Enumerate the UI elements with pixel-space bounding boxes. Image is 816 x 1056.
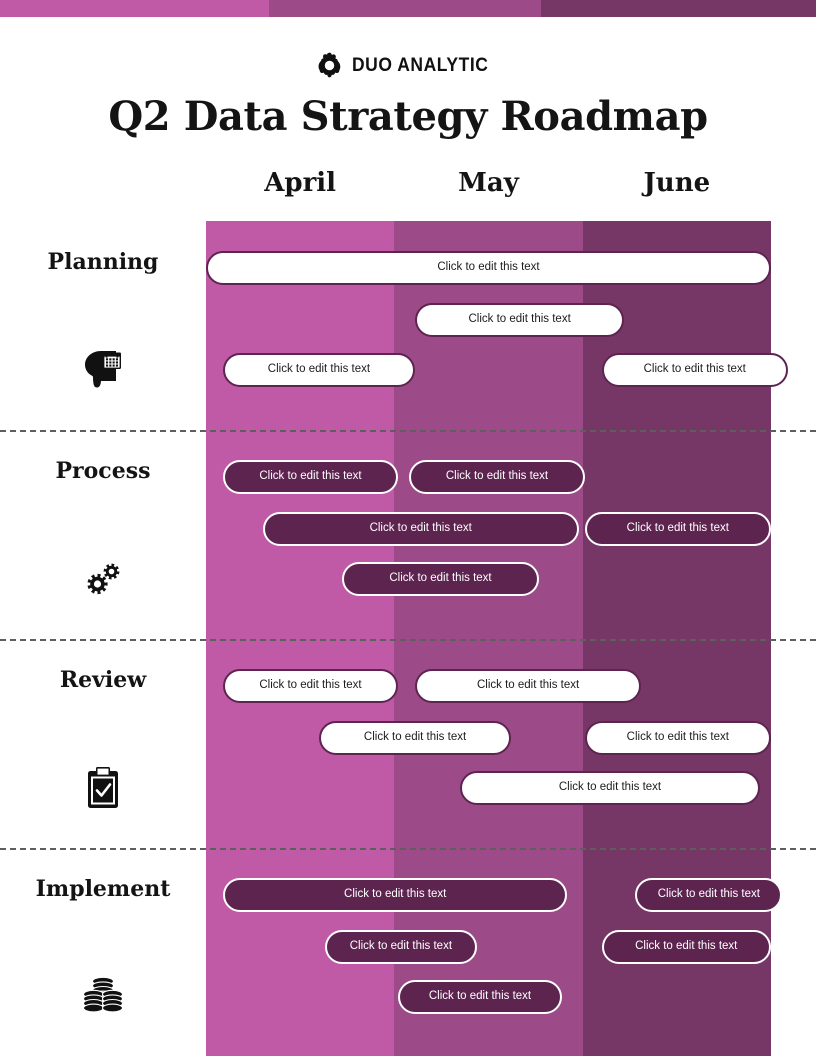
task-bar[interactable]: Click to edit this text bbox=[460, 771, 760, 805]
task-bar[interactable]: Click to edit this text bbox=[584, 721, 771, 755]
brand-name: DUO ANALYTIC bbox=[351, 54, 489, 76]
task-bar[interactable]: Click to edit this text bbox=[601, 930, 771, 964]
task-bar[interactable]: Click to edit this text bbox=[324, 930, 478, 964]
task-bar[interactable]: Click to edit this text bbox=[415, 303, 625, 337]
brand-logo: DUO ANALYTIC bbox=[0, 52, 816, 79]
row-separator bbox=[0, 848, 816, 850]
task-bar[interactable]: Click to edit this text bbox=[584, 512, 771, 546]
banner-segment-1 bbox=[0, 0, 269, 17]
task-bar[interactable]: Click to edit this text bbox=[222, 669, 399, 703]
top-color-banner bbox=[0, 0, 816, 17]
page-title: Q2 Data Strategy Roadmap bbox=[108, 93, 708, 140]
task-bar[interactable]: Click to edit this text bbox=[341, 562, 540, 596]
banner-segment-2 bbox=[269, 0, 541, 17]
task-bar[interactable]: Click to edit this text bbox=[222, 460, 399, 494]
task-bar[interactable]: Click to edit this text bbox=[319, 721, 512, 755]
row-label-planning: Planning bbox=[47, 249, 159, 275]
gears-icon bbox=[0, 555, 206, 603]
clipboard-check-icon bbox=[0, 764, 206, 812]
task-bar[interactable]: Click to edit this text bbox=[398, 980, 562, 1014]
row-label-implement: Implement bbox=[35, 876, 171, 902]
task-bar[interactable]: Click to edit this text bbox=[262, 512, 579, 546]
task-bar[interactable]: Click to edit this text bbox=[601, 353, 788, 387]
task-bar[interactable]: Click to edit this text bbox=[206, 251, 771, 285]
coins-icon bbox=[0, 973, 206, 1021]
task-bar[interactable]: Click to edit this text bbox=[222, 878, 568, 912]
task-bar[interactable]: Click to edit this text bbox=[409, 460, 585, 494]
gear-icon bbox=[316, 52, 343, 79]
task-bar[interactable]: Click to edit this text bbox=[415, 669, 642, 703]
head-calendar-icon bbox=[0, 346, 206, 394]
task-bar[interactable]: Click to edit this text bbox=[222, 353, 415, 387]
row-separator bbox=[0, 639, 816, 641]
task-bar[interactable]: Click to edit this text bbox=[635, 878, 783, 912]
banner-segment-3 bbox=[541, 0, 816, 17]
row-label-process: Process bbox=[55, 458, 151, 484]
month-header-june: June bbox=[643, 168, 711, 198]
month-header-may: May bbox=[458, 168, 519, 198]
month-header-april: April bbox=[264, 168, 337, 198]
month-header-row: April May June bbox=[206, 168, 771, 208]
row-separator bbox=[0, 430, 816, 432]
row-label-review: Review bbox=[59, 667, 147, 693]
column-background-may bbox=[394, 221, 583, 1056]
